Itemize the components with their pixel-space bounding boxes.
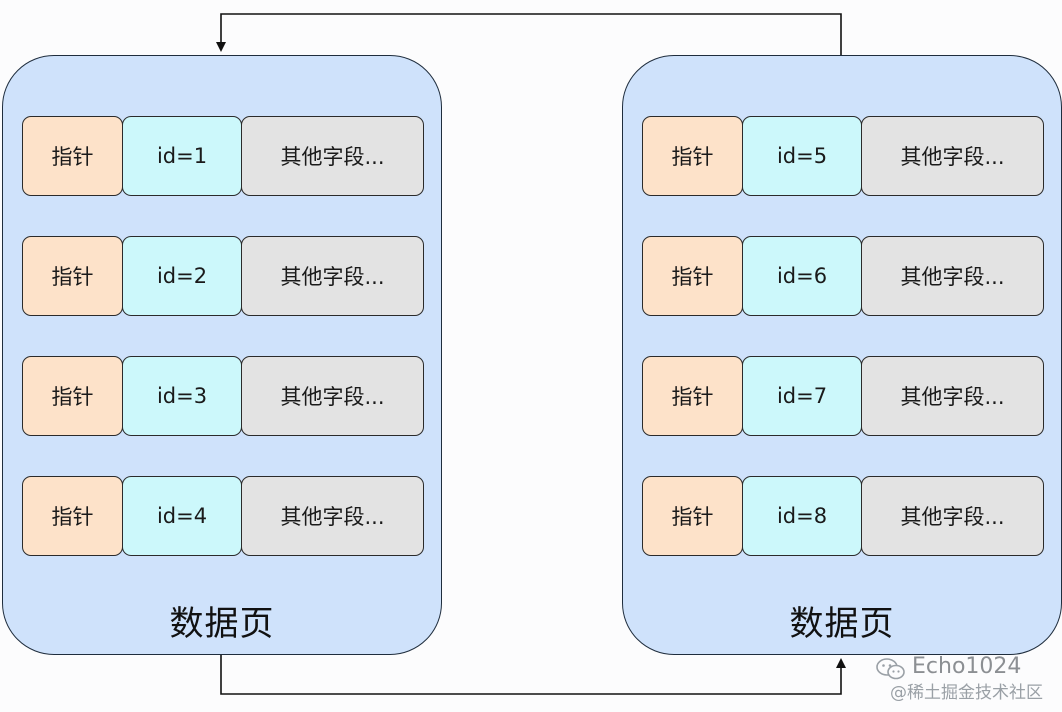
connector-right-to-left: [216, 13, 842, 55]
pointer-field: 指针: [642, 476, 743, 556]
record-row: 指针 id=7 其他字段...: [642, 356, 1044, 436]
other-fields: 其他字段...: [241, 116, 424, 196]
id-field: id=4: [122, 476, 242, 556]
record-row: 指针 id=4 其他字段...: [22, 476, 424, 556]
connector-left-to-right: [220, 655, 846, 695]
record-row: 指针 id=1 其他字段...: [22, 116, 424, 196]
watermark-handle: Echo1024: [912, 654, 1022, 679]
page-label: 数据页: [169, 604, 275, 644]
record-row: 指针 id=2 其他字段...: [22, 236, 424, 316]
other-fields: 其他字段...: [241, 236, 424, 316]
pointer-field: 指针: [642, 116, 743, 196]
id-field: id=8: [742, 476, 862, 556]
id-field: id=3: [122, 356, 242, 436]
id-field: id=1: [122, 116, 242, 196]
other-fields: 其他字段...: [861, 476, 1044, 556]
other-fields: 其他字段...: [861, 116, 1044, 196]
other-fields: 其他字段...: [861, 236, 1044, 316]
watermark-org: @稀土掘金技术社区: [890, 683, 1043, 703]
id-field: id=5: [742, 116, 862, 196]
page-label: 数据页: [789, 604, 895, 644]
other-fields: 其他字段...: [241, 476, 424, 556]
record-row: 指针 id=6 其他字段...: [642, 236, 1044, 316]
pointer-field: 指针: [22, 236, 123, 316]
other-fields: 其他字段...: [241, 356, 424, 436]
data-page-right: 指针 id=5 其他字段... 指针 id=6 其他字段... 指针 id=7 …: [622, 55, 1062, 655]
record-row: 指针 id=8 其他字段...: [642, 476, 1044, 556]
pointer-field: 指针: [642, 236, 743, 316]
other-fields: 其他字段...: [861, 356, 1044, 436]
wechat-icon: [876, 658, 905, 680]
record-row: 指针 id=5 其他字段...: [642, 116, 1044, 196]
id-field: id=6: [742, 236, 862, 316]
id-field: id=2: [122, 236, 242, 316]
data-page-left: 指针 id=1 其他字段... 指针 id=2 其他字段... 指针 id=3 …: [2, 55, 442, 655]
watermark: Echo1024 @稀土掘金技术社区: [876, 654, 1056, 708]
record-row: 指针 id=3 其他字段...: [22, 356, 424, 436]
id-field: id=7: [742, 356, 862, 436]
pointer-field: 指针: [642, 356, 743, 436]
pointer-field: 指针: [22, 476, 123, 556]
pointer-field: 指针: [22, 356, 123, 436]
pointer-field: 指针: [22, 116, 123, 196]
